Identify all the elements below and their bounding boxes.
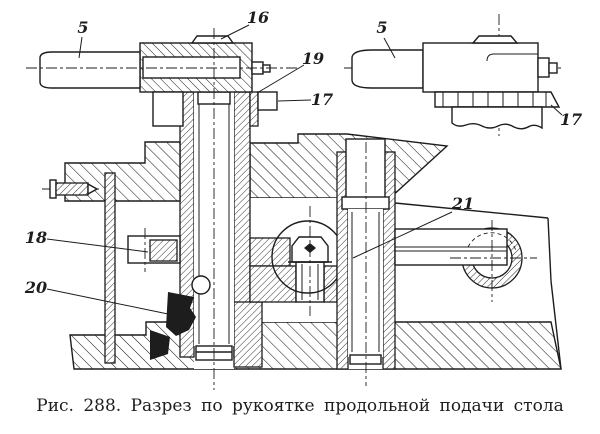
figure-caption: Рис. 288. Разрез по рукоятке продольной …	[36, 396, 564, 416]
callout-5-main: 5	[77, 18, 88, 37]
feed-shaft-bracket	[394, 202, 562, 370]
callout-17-detail: 17	[560, 110, 582, 129]
callout-19: 19	[302, 49, 324, 68]
callout-21: 21	[451, 194, 474, 213]
handle-shaft	[39, 51, 141, 89]
detail-hub-lower	[451, 106, 543, 130]
central-column	[150, 91, 263, 368]
detail-view	[344, 14, 562, 136]
detail-hub	[422, 42, 539, 93]
cap-16	[190, 35, 235, 44]
cover-plate	[104, 172, 116, 364]
right-column	[336, 138, 396, 386]
pinion-block-17	[257, 91, 278, 111]
ball-detent-block	[127, 228, 181, 272]
callout-16: 16	[247, 8, 269, 27]
machine-body-base	[69, 321, 562, 370]
spring-blackened	[166, 292, 196, 336]
detail-handle-shaft	[351, 49, 424, 89]
handle-hub-housing	[26, 28, 298, 390]
section-drawing: 5 16 19 17 18 20 21 5 17	[24, 8, 582, 390]
callouts: 5 16 19 17 18 20 21 5 17	[24, 8, 582, 315]
callout-17-main: 17	[311, 90, 333, 109]
callout-20: 20	[24, 278, 47, 297]
detent-ball	[191, 275, 211, 295]
body-left-arm	[42, 141, 181, 202]
detail-gear-teeth	[434, 91, 561, 108]
callout-18: 18	[25, 228, 47, 247]
bevel-gear-assembly	[249, 206, 345, 316]
clamp-screw	[42, 179, 102, 199]
callout-5-detail: 5	[376, 18, 387, 37]
